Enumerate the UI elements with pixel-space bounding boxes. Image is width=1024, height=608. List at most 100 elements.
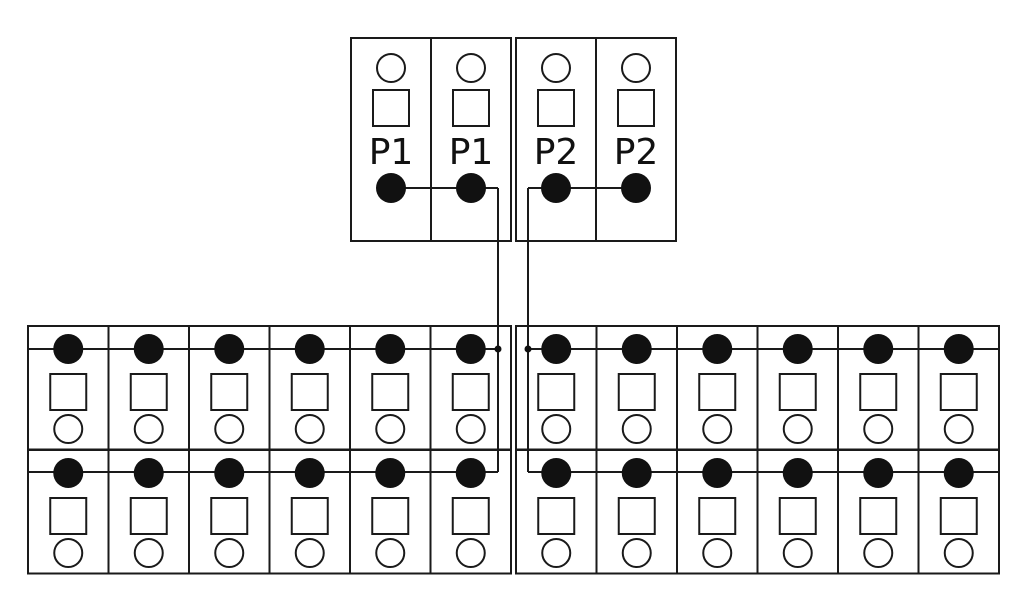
- terminal-cell: [837, 325, 920, 451]
- terminal-square-icon: [939, 373, 978, 411]
- terminal-open-circle-icon: [375, 538, 406, 568]
- terminal-open-circle-icon: [133, 414, 164, 444]
- terminal-square-icon: [537, 497, 576, 535]
- terminal-cell: [756, 449, 839, 575]
- terminal-open-circle-icon: [376, 53, 406, 83]
- terminal-square-icon: [451, 497, 490, 535]
- module-label: P2: [534, 132, 579, 173]
- terminal-square-icon: [617, 89, 655, 127]
- terminal-open-circle-icon: [541, 53, 571, 83]
- terminal-cell: [595, 325, 678, 451]
- terminal-open-circle-icon: [943, 538, 974, 568]
- terminal-cell: [676, 325, 759, 451]
- terminal-square-icon: [859, 497, 898, 535]
- terminal-square-icon: [859, 373, 898, 411]
- terminal-open-circle-icon: [863, 414, 894, 444]
- top-module-p2: P2: [515, 37, 597, 242]
- terminal-cell: [429, 449, 512, 575]
- terminal-block-right: [515, 325, 1000, 575]
- terminal-open-circle-icon: [214, 414, 245, 444]
- terminal-filled-dot-icon: [541, 173, 571, 203]
- terminal-open-circle-icon: [863, 538, 894, 568]
- junction-dot-p2: [524, 345, 532, 353]
- terminal-square-icon: [451, 373, 490, 411]
- terminal-square-icon: [129, 497, 168, 535]
- terminal-filled-dot-icon: [214, 334, 245, 364]
- terminal-filled-dot-icon: [455, 458, 486, 488]
- terminal-open-circle-icon: [456, 53, 486, 83]
- terminal-filled-dot-icon: [782, 458, 813, 488]
- module-label: P1: [449, 132, 494, 173]
- terminal-filled-dot-icon: [541, 458, 572, 488]
- terminal-filled-dot-icon: [53, 458, 84, 488]
- module-label: P2: [614, 132, 659, 173]
- terminal-square-icon: [49, 373, 88, 411]
- terminal-filled-dot-icon: [782, 334, 813, 364]
- terminal-filled-dot-icon: [375, 458, 406, 488]
- terminal-filled-dot-icon: [456, 173, 486, 203]
- terminal-filled-dot-icon: [943, 334, 974, 364]
- top-module-p2: P2: [595, 37, 677, 242]
- terminal-open-circle-icon: [943, 414, 974, 444]
- terminal-open-circle-icon: [133, 538, 164, 568]
- terminal-cell: [429, 325, 512, 451]
- terminal-square-icon: [290, 497, 329, 535]
- terminal-filled-dot-icon: [376, 173, 406, 203]
- terminal-open-circle-icon: [214, 538, 245, 568]
- terminal-cell: [917, 449, 1000, 575]
- terminal-square-icon: [290, 373, 329, 411]
- terminal-open-circle-icon: [541, 538, 572, 568]
- terminal-cell: [188, 449, 271, 575]
- terminal-square-icon: [778, 497, 817, 535]
- terminal-filled-dot-icon: [294, 458, 325, 488]
- terminal-square-icon: [778, 373, 817, 411]
- terminal-open-circle-icon: [53, 414, 84, 444]
- terminal-filled-dot-icon: [621, 173, 651, 203]
- terminal-filled-dot-icon: [133, 334, 164, 364]
- terminal-open-circle-icon: [375, 414, 406, 444]
- terminal-filled-dot-icon: [455, 334, 486, 364]
- terminal-open-circle-icon: [621, 53, 651, 83]
- terminal-square-icon: [129, 373, 168, 411]
- terminal-block-left: [27, 325, 512, 575]
- terminal-cell: [268, 325, 351, 451]
- terminal-square-icon: [371, 497, 410, 535]
- module-housing: [595, 37, 677, 242]
- terminal-square-icon: [371, 373, 410, 411]
- cell-housing: [429, 449, 512, 575]
- terminal-open-circle-icon: [702, 538, 733, 568]
- terminal-cell: [349, 325, 432, 451]
- terminal-filled-dot-icon: [702, 334, 733, 364]
- terminal-cell: [107, 325, 190, 451]
- terminal-filled-dot-icon: [53, 334, 84, 364]
- terminal-cell: [268, 449, 351, 575]
- terminal-filled-dot-icon: [294, 334, 325, 364]
- terminal-open-circle-icon: [621, 414, 652, 444]
- terminal-filled-dot-icon: [621, 334, 652, 364]
- terminal-cell: [676, 449, 759, 575]
- terminal-square-icon: [939, 497, 978, 535]
- terminal-filled-dot-icon: [133, 458, 164, 488]
- terminal-cell: [756, 325, 839, 451]
- terminal-open-circle-icon: [541, 414, 572, 444]
- terminal-cell: [837, 449, 920, 575]
- terminal-square-icon: [372, 89, 410, 127]
- terminal-cell: [917, 325, 1000, 451]
- terminal-square-icon: [210, 373, 249, 411]
- terminal-filled-dot-icon: [943, 458, 974, 488]
- terminal-filled-dot-icon: [621, 458, 652, 488]
- terminal-square-icon: [617, 497, 656, 535]
- junction-dot-p1: [494, 345, 502, 353]
- module-label: P1: [369, 132, 414, 173]
- terminal-open-circle-icon: [53, 538, 84, 568]
- terminal-filled-dot-icon: [375, 334, 406, 364]
- terminal-square-icon: [537, 373, 576, 411]
- terminal-square-icon: [537, 89, 575, 127]
- terminal-square-icon: [698, 497, 737, 535]
- terminal-filled-dot-icon: [702, 458, 733, 488]
- terminal-open-circle-icon: [702, 414, 733, 444]
- top-module-p1: P1: [350, 37, 432, 242]
- terminal-open-circle-icon: [621, 538, 652, 568]
